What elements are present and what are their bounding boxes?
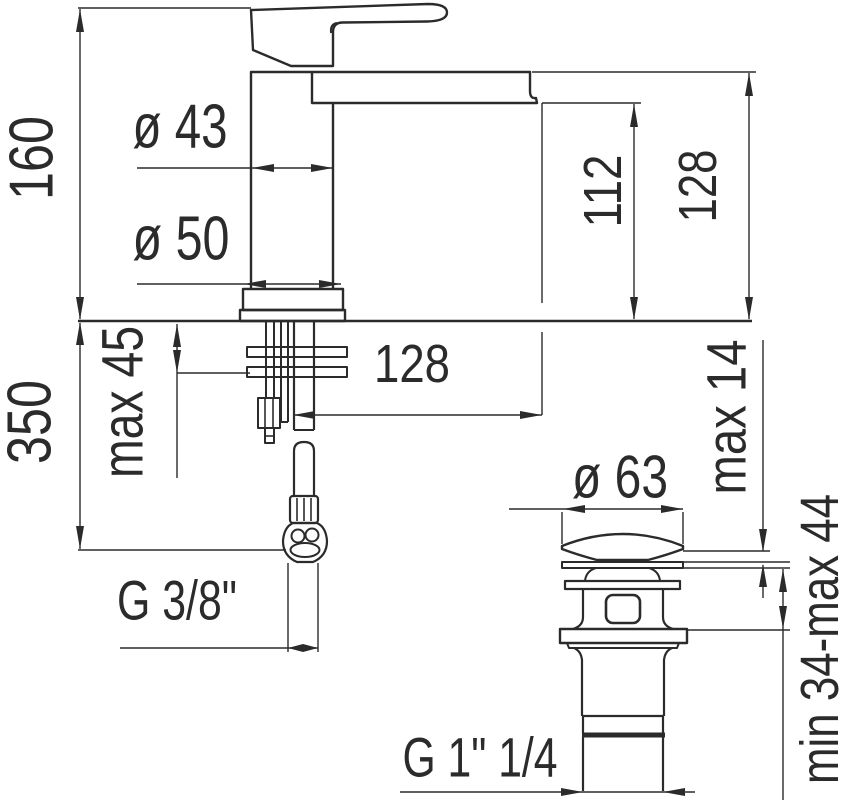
flex-hose-tube bbox=[292, 440, 316, 496]
arrowhead bbox=[76, 526, 84, 549]
dimension-spout-outlet-height: 112 bbox=[542, 102, 641, 320]
waste-shoulder bbox=[573, 646, 673, 733]
arrowhead bbox=[173, 350, 181, 373]
arrowhead bbox=[630, 104, 638, 127]
arrowhead bbox=[779, 569, 787, 592]
arrowhead bbox=[319, 280, 341, 288]
dimension-supply-thread: G 3/8" bbox=[117, 563, 319, 652]
arrowhead bbox=[663, 788, 685, 796]
arrowhead bbox=[779, 606, 787, 629]
waste-cap bbox=[560, 532, 685, 562]
dimension-total-height: 160 bbox=[0, 7, 251, 320]
dimension-spout-top-height: 128 bbox=[532, 71, 756, 320]
arrowhead bbox=[661, 505, 683, 513]
dim-label-spout-reach: 128 bbox=[374, 334, 450, 394]
arrowhead bbox=[288, 644, 303, 652]
waste-lower-flange bbox=[558, 627, 689, 645]
dim-label-waste-cap-height: max 14 bbox=[695, 340, 758, 495]
dim-label-deck-thickness: max 45 bbox=[91, 326, 156, 478]
stud-nut bbox=[257, 397, 281, 429]
arrowhead bbox=[311, 164, 333, 172]
dim-label-supply-thread: G 3/8" bbox=[117, 569, 237, 632]
dimension-waste-cap-height: max 14 bbox=[683, 340, 790, 598]
arrowhead bbox=[293, 411, 315, 419]
overflow-window bbox=[604, 593, 642, 625]
arrowhead bbox=[303, 644, 318, 652]
dim-label-hose-length: 350 bbox=[0, 380, 65, 464]
arrowhead bbox=[76, 9, 84, 32]
connector-detail bbox=[290, 528, 306, 544]
dimension-waste-clamp-range: min 34-max 44 bbox=[687, 494, 848, 800]
faucet-body-spout bbox=[249, 70, 539, 289]
waste-top-flange bbox=[563, 579, 682, 591]
dim-label-waste-clamp-range: min 34-max 44 bbox=[790, 494, 848, 784]
arrowhead bbox=[759, 529, 767, 552]
connector-detail bbox=[304, 527, 320, 543]
dimension-deck-thickness: max 45 bbox=[91, 324, 250, 478]
dimension-hose-length: 350 bbox=[0, 322, 286, 551]
dim-label-body-diameter: ø 43 bbox=[133, 93, 228, 162]
mounting-washer bbox=[246, 346, 348, 358]
mounting-washer bbox=[246, 366, 348, 378]
arrowhead bbox=[252, 164, 274, 172]
arrowhead bbox=[745, 73, 753, 96]
arrowhead bbox=[244, 280, 266, 288]
seal-washer bbox=[561, 561, 684, 569]
lever-handle bbox=[249, 2, 449, 68]
faucet-view bbox=[238, 2, 539, 564]
dim-label-base-diameter: ø 50 bbox=[133, 205, 230, 274]
lever-hook-detail bbox=[329, 22, 338, 34]
dim-label-waste-cap-diameter: ø 63 bbox=[572, 444, 668, 511]
arrowhead bbox=[759, 564, 767, 587]
dimension-waste-cap-diameter: ø 63 bbox=[509, 444, 684, 544]
dimension-waste-thread: G 1" 1/4 bbox=[400, 726, 695, 796]
base-collar bbox=[241, 287, 345, 312]
arrowhead bbox=[630, 297, 638, 320]
base-plate bbox=[238, 308, 347, 323]
connector-detail bbox=[289, 542, 321, 558]
dim-label-spout-top-height: 128 bbox=[668, 150, 728, 223]
arrowhead bbox=[561, 788, 583, 796]
flange-lip bbox=[566, 642, 680, 649]
dimension-body-diameter: ø 43 bbox=[133, 93, 333, 172]
dim-label-spout-outlet-height: 112 bbox=[573, 155, 633, 228]
dim-label-waste-thread: G 1" 1/4 bbox=[403, 726, 558, 789]
waste-drain-view bbox=[558, 532, 689, 791]
arrowhead bbox=[520, 411, 542, 419]
dimension-spout-reach: 128 bbox=[293, 103, 543, 419]
waste-neck bbox=[584, 567, 661, 582]
dimension-base-diameter: ø 50 bbox=[133, 205, 341, 288]
hose-connector bbox=[281, 521, 329, 564]
arrowhead bbox=[76, 297, 84, 320]
arrowhead bbox=[76, 322, 84, 345]
arrowhead bbox=[745, 297, 753, 320]
arrowhead bbox=[563, 505, 585, 513]
arrowhead bbox=[173, 324, 181, 347]
dim-label-total-height: 160 bbox=[0, 116, 67, 200]
